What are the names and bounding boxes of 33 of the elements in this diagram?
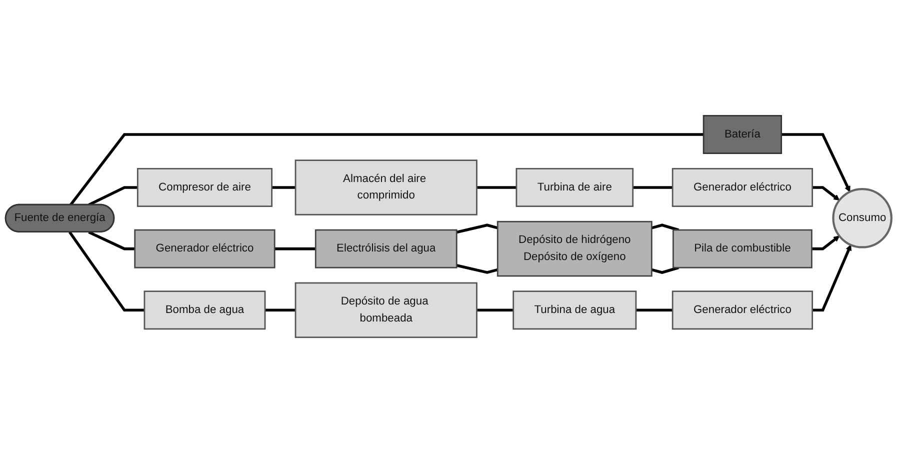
connector — [68, 231, 144, 312]
connector — [651, 224, 680, 232]
node-box: Generador eléctrico — [672, 168, 814, 207]
connector — [651, 266, 680, 274]
arrow — [812, 244, 852, 312]
arrow — [812, 236, 840, 250]
node-box: Turbina de agua — [512, 290, 637, 330]
node-box: Generador eléctrico — [672, 290, 814, 330]
connector — [456, 264, 498, 274]
node-box: Almacén del aire comprimido — [294, 160, 478, 216]
node-box: Electrólisis del agua — [314, 229, 458, 268]
arrow — [781, 133, 850, 192]
connector — [88, 230, 135, 250]
connector — [274, 247, 316, 250]
node-box: Bomba de agua — [144, 290, 266, 330]
connector — [272, 186, 296, 189]
connector — [456, 224, 498, 234]
node-box: Turbina de aire — [516, 168, 634, 207]
node-box: Compresor de aire — [136, 168, 273, 207]
node-box: Depósito de agua bombeada — [294, 282, 478, 338]
connector — [70, 133, 704, 206]
node-box: Generador eléctrico — [134, 229, 276, 268]
connector — [476, 308, 514, 312]
node-box: Pila de combustible — [672, 229, 812, 268]
connector — [632, 186, 673, 189]
arrow — [812, 186, 840, 201]
connector — [88, 186, 138, 206]
node-circle: Consumo — [832, 188, 892, 248]
node-box: Depósito de hidrógeno Depósito de oxígeno — [496, 220, 652, 277]
connector — [476, 186, 516, 189]
node-box: Batería — [702, 114, 782, 154]
connector — [636, 308, 673, 312]
connector — [265, 308, 296, 312]
